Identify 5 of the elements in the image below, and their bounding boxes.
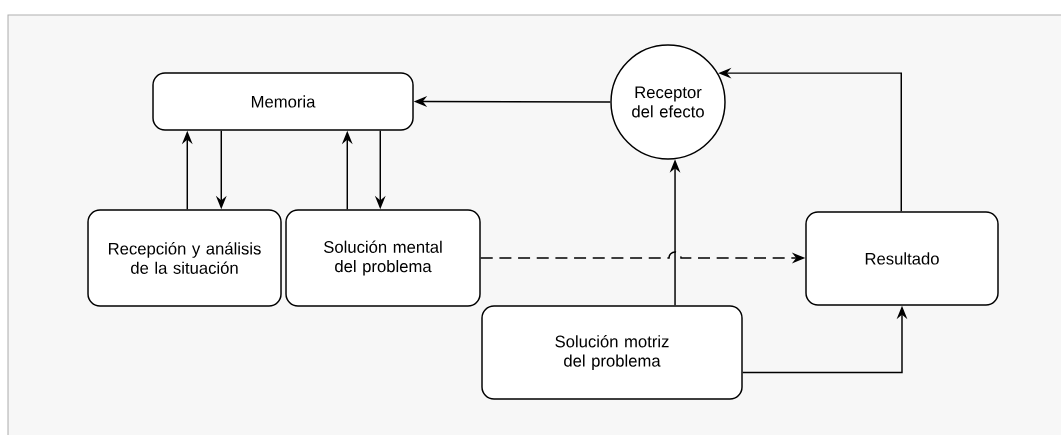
process-box: Solución mental del problema — [285, 209, 481, 307]
process-box: Memoria — [152, 72, 414, 131]
process-box: Resultado — [805, 211, 999, 306]
process-box: Solución motriz del problema — [481, 305, 743, 400]
process-box: Recepción y análisis de la situación — [87, 209, 282, 307]
